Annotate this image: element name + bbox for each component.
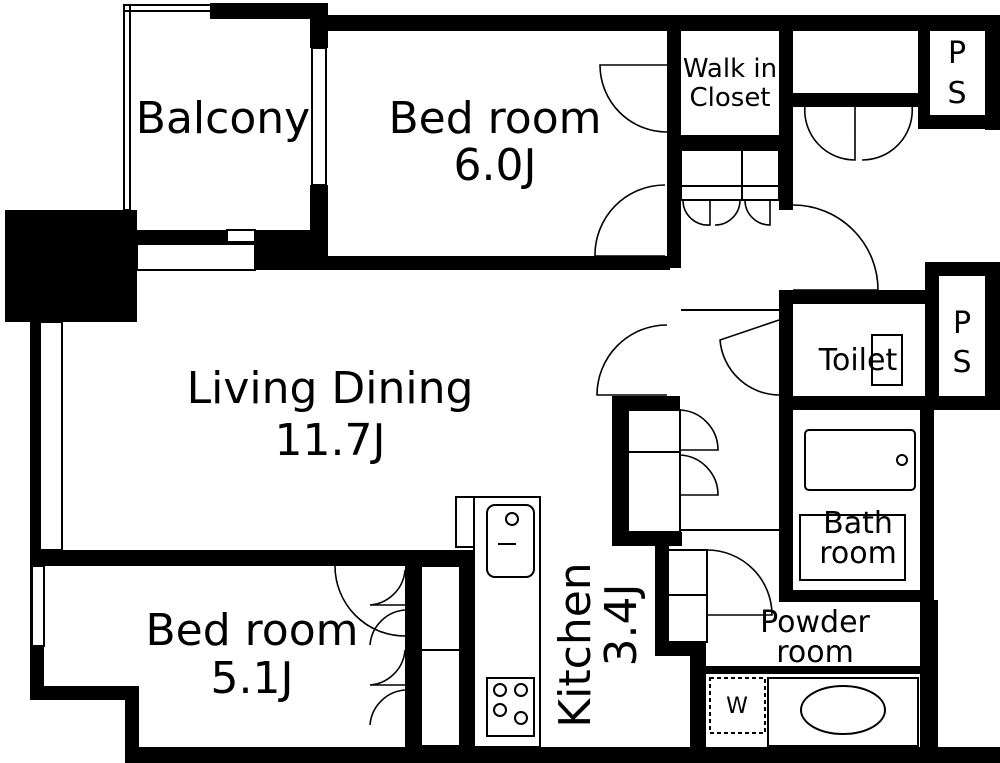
ps-top-line2: S — [947, 76, 966, 111]
washer-label: W — [726, 694, 748, 719]
living-name: Living Dining — [187, 363, 474, 414]
ps-mid-line1: P — [953, 306, 971, 341]
bath-line1: Bath — [823, 506, 893, 541]
toilet-label: Toilet — [818, 343, 898, 378]
ps-top-line1: P — [948, 36, 966, 71]
ps-mid-line2: S — [952, 345, 971, 380]
walkin-line2: Closet — [689, 83, 770, 113]
bedroom2-size: 5.1J — [211, 653, 294, 704]
walls — [5, 3, 1000, 763]
living-size: 11.7J — [275, 415, 386, 466]
powder-line2: room — [776, 635, 854, 670]
powder-line1: Powder — [760, 605, 870, 640]
bedroom2-name: Bed room — [146, 605, 359, 656]
bedroom1-size: 6.0J — [454, 140, 537, 191]
bath-line2: room — [819, 536, 897, 571]
fixtures — [420, 94, 919, 748]
kitchen-size: 3.4J — [596, 584, 647, 667]
walkin-line1: Walk in — [683, 54, 777, 84]
room-labels: Balcony Bed room 6.0J Walk in Closet P S… — [136, 36, 972, 728]
kitchen-name: Kitchen — [550, 562, 601, 727]
doors — [334, 64, 914, 726]
balcony-label: Balcony — [136, 93, 310, 144]
bedroom1-name: Bed room — [389, 93, 602, 144]
